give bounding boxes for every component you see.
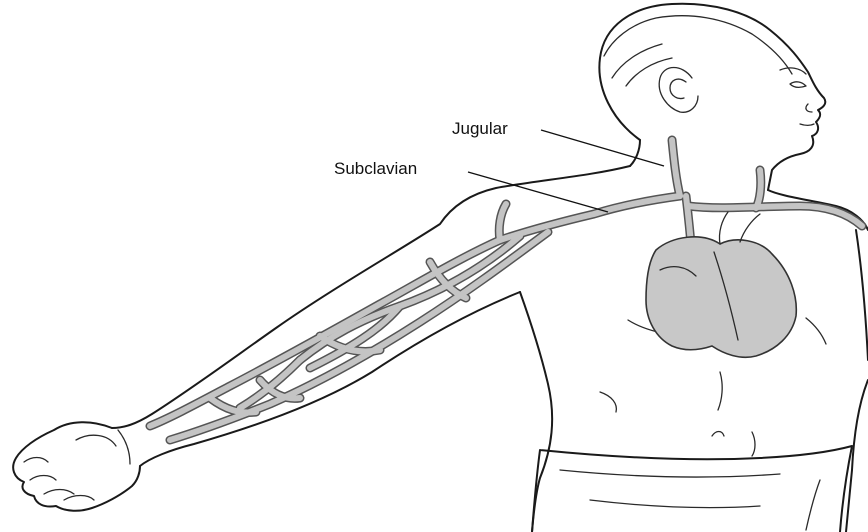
ear-inner <box>670 79 686 98</box>
wrist-crease <box>118 430 130 464</box>
knuckle-3 <box>44 490 74 495</box>
heart <box>646 212 796 357</box>
loincloth-fold-2 <box>590 500 760 508</box>
brow <box>780 68 806 74</box>
loincloth-fold-1 <box>560 470 780 477</box>
heart-shape <box>646 237 796 357</box>
abs-line <box>718 372 722 410</box>
abs-line-2 <box>752 432 755 456</box>
navel <box>712 432 724 437</box>
knuckle-1 <box>24 458 48 463</box>
ribs-line <box>600 392 616 412</box>
labels: Jugular Subclavian <box>334 119 664 212</box>
ear-outline <box>659 68 698 113</box>
shoulder-arm-top <box>112 166 630 428</box>
torso-right-side <box>856 230 868 360</box>
leader-jugular <box>541 130 664 166</box>
label-subclavian: Subclavian <box>334 159 417 178</box>
neck-left <box>630 140 640 166</box>
side-crease <box>806 318 826 344</box>
nostril <box>806 104 812 112</box>
heart-vessel-1 <box>719 212 728 244</box>
eye <box>790 82 806 87</box>
knuckle-2 <box>30 476 56 481</box>
mouth <box>800 124 814 126</box>
thumb <box>76 435 116 446</box>
leader-subclavian <box>468 172 608 212</box>
fist <box>13 422 140 511</box>
loincloth <box>532 446 852 532</box>
torso-left-side <box>520 292 552 532</box>
knuckle-4 <box>64 496 94 501</box>
label-jugular: Jugular <box>452 119 508 138</box>
loincloth-fold-3 <box>806 480 820 530</box>
heart-vessel-2 <box>740 214 760 242</box>
